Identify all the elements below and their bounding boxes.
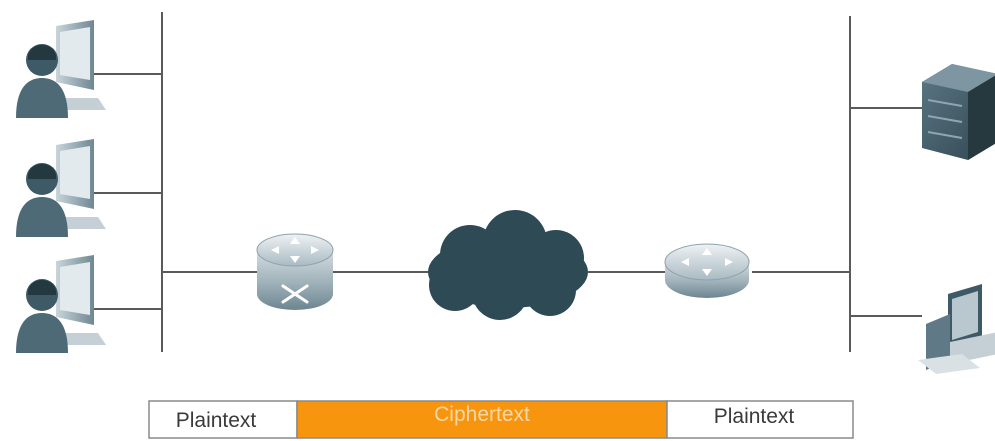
left-router-icon [256, 233, 334, 310]
user-workstation-icon [16, 255, 106, 353]
right-router-icon [664, 243, 750, 298]
connection-lines [92, 12, 922, 352]
encryption-bar: Plaintext Ciphertext Plaintext [148, 400, 854, 439]
pc-workstation-icon [918, 284, 995, 374]
plaintext-label-right: Plaintext [714, 405, 795, 428]
user-workstation-icon [16, 20, 106, 118]
plaintext-label-left: Plaintext [176, 409, 257, 432]
server-icon [922, 64, 995, 160]
user-workstation-icon [16, 139, 106, 237]
ciphertext-label: Ciphertext [434, 403, 530, 426]
internet-cloud-icon [428, 210, 588, 320]
plaintext-segment-right [666, 400, 854, 439]
